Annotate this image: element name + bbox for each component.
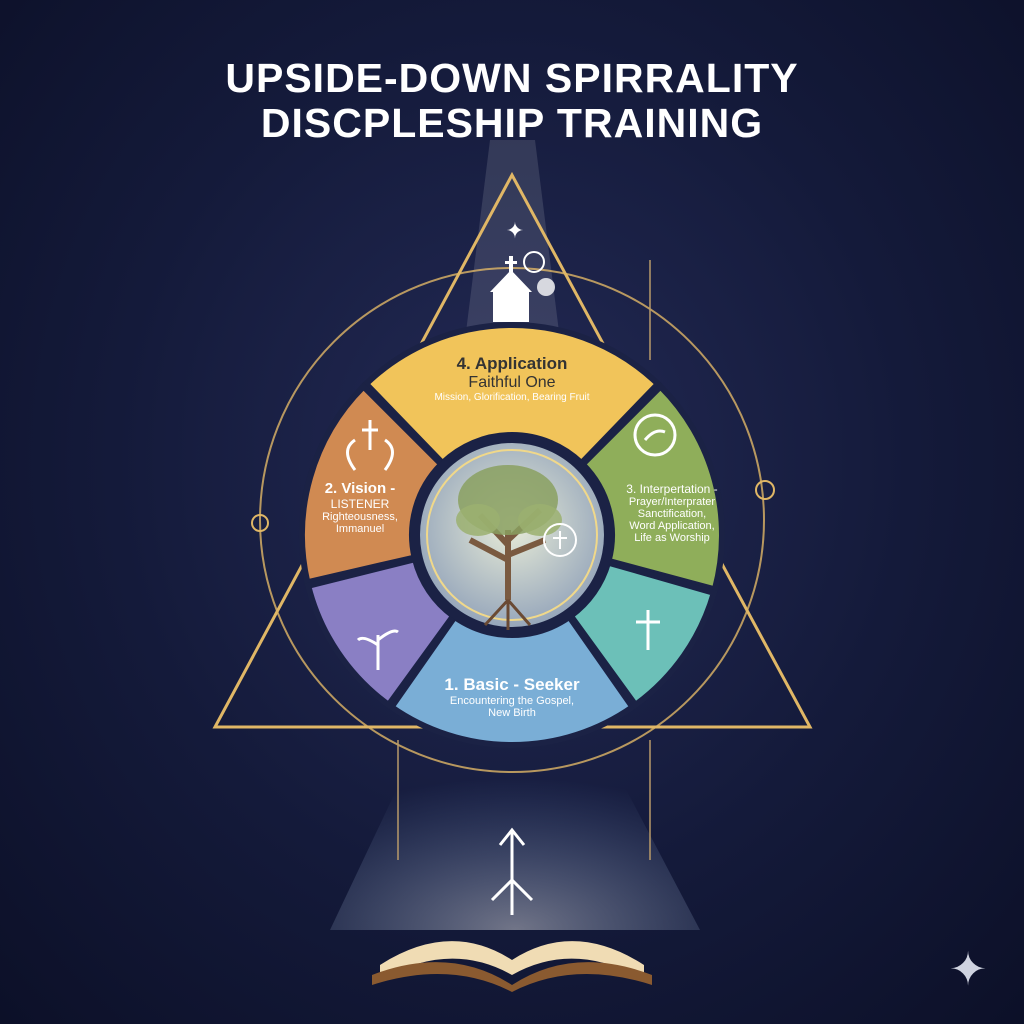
title-line-1: UPSIDE-DOWN SPIRRALITY bbox=[225, 55, 799, 101]
tree-icon bbox=[456, 465, 562, 630]
open-book-icon bbox=[372, 941, 652, 992]
segment-subheading: LISTENER bbox=[330, 497, 390, 511]
orbit-node-right bbox=[755, 480, 775, 500]
segment-description: Encountering the Gospel, bbox=[449, 695, 575, 707]
orbit-node-left bbox=[251, 514, 269, 532]
church-icon bbox=[490, 256, 532, 322]
star-icon: ✦ bbox=[506, 218, 524, 243]
segment-description-2: New Birth bbox=[488, 707, 536, 719]
segment-description-3: Life as Worship bbox=[634, 532, 710, 544]
segment-subheading: Faithful One bbox=[468, 374, 556, 391]
segment-heading: 4. Application bbox=[456, 354, 568, 373]
segment-heading: 3. Interpertation - bbox=[626, 482, 718, 496]
flower-icon bbox=[537, 278, 555, 296]
segment-description-2: Immanuel bbox=[335, 523, 385, 535]
segment-description: Righteousness, bbox=[322, 511, 398, 523]
globe-icon bbox=[523, 251, 545, 273]
segment-basic[interactable]: 1. Basic - Seeker Encountering the Gospe… bbox=[400, 675, 624, 719]
segment-description: Sanctification, bbox=[637, 508, 707, 520]
segment-description: Mission, Glorification, Bearing Fruit bbox=[434, 392, 590, 403]
hands-cross-icon bbox=[636, 610, 660, 650]
segment-subheading: Prayer/Interprater bbox=[628, 496, 716, 508]
segment-heading: 2. Vision - bbox=[324, 480, 396, 497]
center-gold-ring bbox=[426, 449, 598, 621]
title-line-2: DISCPLESHIP TRAINING bbox=[260, 100, 764, 146]
cross-speech-icon bbox=[543, 523, 577, 557]
sparkle-icon: ✦ bbox=[949, 943, 988, 995]
ears-icon bbox=[346, 420, 394, 471]
light-beam-top bbox=[465, 140, 560, 340]
segment-interpretation[interactable]: 3. Interpertation - Prayer/Interprater S… bbox=[612, 482, 732, 544]
segment-vision[interactable]: 2. Vision - LISTENER Righteousness, Imma… bbox=[305, 480, 415, 535]
arrow-up-roots-icon bbox=[490, 827, 534, 915]
plant-icon bbox=[356, 629, 399, 670]
segment-description-2: Word Application, bbox=[629, 520, 715, 532]
segment-heading: 1. Basic - Seeker bbox=[444, 675, 580, 694]
dove-speech-icon bbox=[633, 413, 677, 457]
segment-application[interactable]: 4. Application Faithful One Mission, Glo… bbox=[400, 354, 624, 403]
